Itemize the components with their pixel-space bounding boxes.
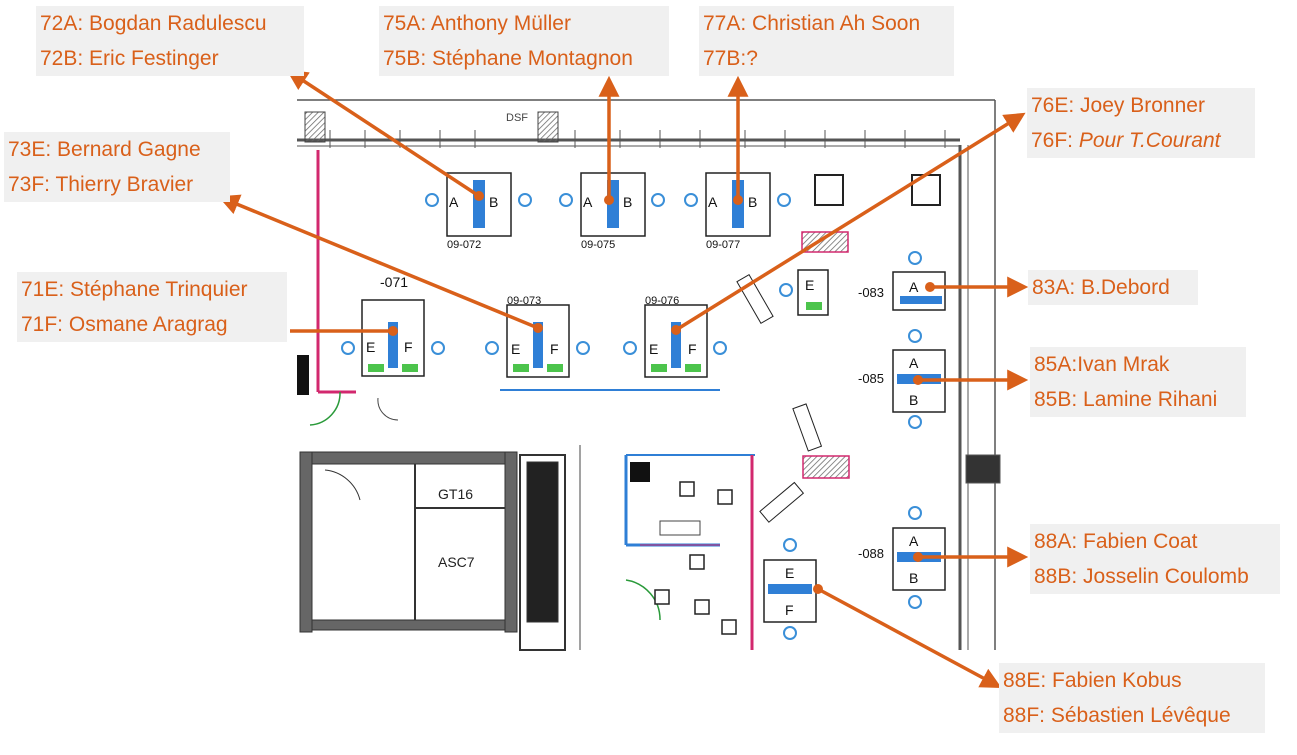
core-rooms <box>299 451 566 651</box>
slanted-table-2 <box>792 403 823 452</box>
slanted-table-3 <box>759 481 805 523</box>
svg-text:F: F <box>404 339 413 355</box>
label-desk-88ef: 88E: Fabien Kobus 88F: Sébastien Lévêque <box>999 663 1265 733</box>
svg-text:B: B <box>623 194 632 210</box>
svg-text:E: E <box>649 341 658 357</box>
label-desk-75: 75A: Anthony Müller 75B: Stéphane Montag… <box>379 6 669 76</box>
arrow-88ef <box>813 584 1002 688</box>
arrow-73 <box>218 194 543 333</box>
cabinet-1 <box>801 231 849 253</box>
svg-text:F: F <box>688 341 697 357</box>
arrow-85 <box>913 369 1029 391</box>
desk-09-073: E F 09-073 <box>506 295 570 378</box>
desk-small-e: E <box>797 269 829 316</box>
floor-plan: DSF GT16 ASC7 <box>297 95 1001 652</box>
label-desk-77: 77A: Christian Ah Soon 77B:? <box>699 6 954 76</box>
desk-083: A -083 <box>858 271 946 311</box>
cabinet-3 <box>814 174 844 206</box>
room-gt16: GT16 <box>438 486 473 502</box>
svg-text:-085: -085 <box>858 371 884 386</box>
cabinet-2 <box>802 455 850 479</box>
left-wall <box>297 150 399 426</box>
label-desk-73: 73E: Bernard Gagne 73F: Thierry Bravier <box>4 132 230 202</box>
arrow-71 <box>290 326 398 336</box>
svg-text:09-073: 09-073 <box>507 295 541 307</box>
svg-text:A: A <box>909 279 919 295</box>
label-72a: 72A: Bogdan Radulescu <box>40 12 267 35</box>
label-desk-76: 76E: Joey Bronner 76F: Pour T.Courant <box>1027 88 1255 158</box>
label-88e: 88E: Fabien Kobus <box>1003 669 1182 692</box>
svg-text:B: B <box>489 194 498 210</box>
top-wall <box>297 99 995 148</box>
label-77b: 77B:? <box>703 47 758 70</box>
label-88a: 88A: Fabien Coat <box>1034 530 1198 553</box>
label-desk-71: 71E: Stéphane Trinquier 71F: Osmane Arag… <box>17 272 287 342</box>
column-1 <box>304 111 326 143</box>
label-76f: 76F: Pour T.Courant <box>1031 129 1221 152</box>
desk-071: E F -071 <box>361 274 425 377</box>
label-73e: 73E: Bernard Gagne <box>8 138 201 161</box>
svg-text:B: B <box>909 570 918 586</box>
svg-text:A: A <box>909 533 919 549</box>
dsf-label: DSF <box>506 112 528 124</box>
room-asc7: ASC7 <box>438 554 475 570</box>
svg-text:E: E <box>805 277 814 293</box>
desk-09-076: E F 09-076 <box>644 295 708 378</box>
meeting-area <box>500 389 755 650</box>
label-71f: 71F: Osmane Aragrag <box>21 313 228 336</box>
label-desk-85: 85A:Ivan Mrak 85B: Lamine Rihani <box>1030 347 1246 417</box>
callout-arrows <box>218 69 1029 688</box>
label-75b: 75B: Stéphane Montagnon <box>383 47 633 70</box>
desk-09-075: A B 09-075 <box>580 172 646 251</box>
desk-088-ef: E F <box>763 559 817 623</box>
svg-text:F: F <box>785 602 794 618</box>
label-85a: 85A:Ivan Mrak <box>1034 353 1170 376</box>
label-desk-72: 72A: Bogdan Radulescu 72B: Eric Festinge… <box>36 6 304 76</box>
arrow-83 <box>925 276 1029 298</box>
label-76e: 76E: Joey Bronner <box>1031 94 1205 117</box>
label-88f: 88F: Sébastien Lévêque <box>1003 704 1231 727</box>
arrow-75 <box>598 75 620 205</box>
label-71e: 71E: Stéphane Trinquier <box>21 278 248 301</box>
svg-text:E: E <box>785 565 794 581</box>
column-2 <box>537 111 559 143</box>
svg-text:-083: -083 <box>858 285 884 300</box>
svg-text:B: B <box>748 194 757 210</box>
arrow-76 <box>671 112 1026 335</box>
svg-text:A: A <box>708 194 718 210</box>
label-73f: 73F: Thierry Bravier <box>8 173 194 196</box>
svg-text:E: E <box>366 339 375 355</box>
svg-text:09-072: 09-072 <box>447 239 481 251</box>
label-desk-83: 83A: B.Debord <box>1028 270 1198 305</box>
svg-text:A: A <box>909 355 919 371</box>
svg-text:F: F <box>550 341 559 357</box>
svg-text:A: A <box>583 194 593 210</box>
office-chairs <box>341 193 922 640</box>
svg-text:E: E <box>511 341 520 357</box>
label-72b: 72B: Eric Festinger <box>40 47 219 70</box>
desk-09-077: A B 09-077 <box>705 172 771 251</box>
arrow-77 <box>727 75 749 205</box>
svg-text:09-075: 09-075 <box>581 239 615 251</box>
right-wall <box>958 100 1001 650</box>
meeting-chairs <box>654 481 737 635</box>
svg-text:A: A <box>449 194 459 210</box>
label-75a: 75A: Anthony Müller <box>383 12 571 35</box>
label-85b: 85B: Lamine Rihani <box>1034 388 1218 411</box>
label-desk-88ab: 88A: Fabien Coat 88B: Josselin Coulomb <box>1030 524 1280 594</box>
label-83a: 83A: B.Debord <box>1032 276 1170 299</box>
label-77a: 77A: Christian Ah Soon <box>703 12 921 35</box>
svg-text:B: B <box>909 392 918 408</box>
arrow-72 <box>286 69 484 201</box>
label-88b: 88B: Josselin Coulomb <box>1034 565 1249 588</box>
svg-text:09-077: 09-077 <box>706 239 740 251</box>
svg-text:-071: -071 <box>380 274 408 290</box>
arrow-88ab <box>913 546 1029 568</box>
svg-text:09-076: 09-076 <box>645 295 679 307</box>
svg-text:-088: -088 <box>858 546 884 561</box>
